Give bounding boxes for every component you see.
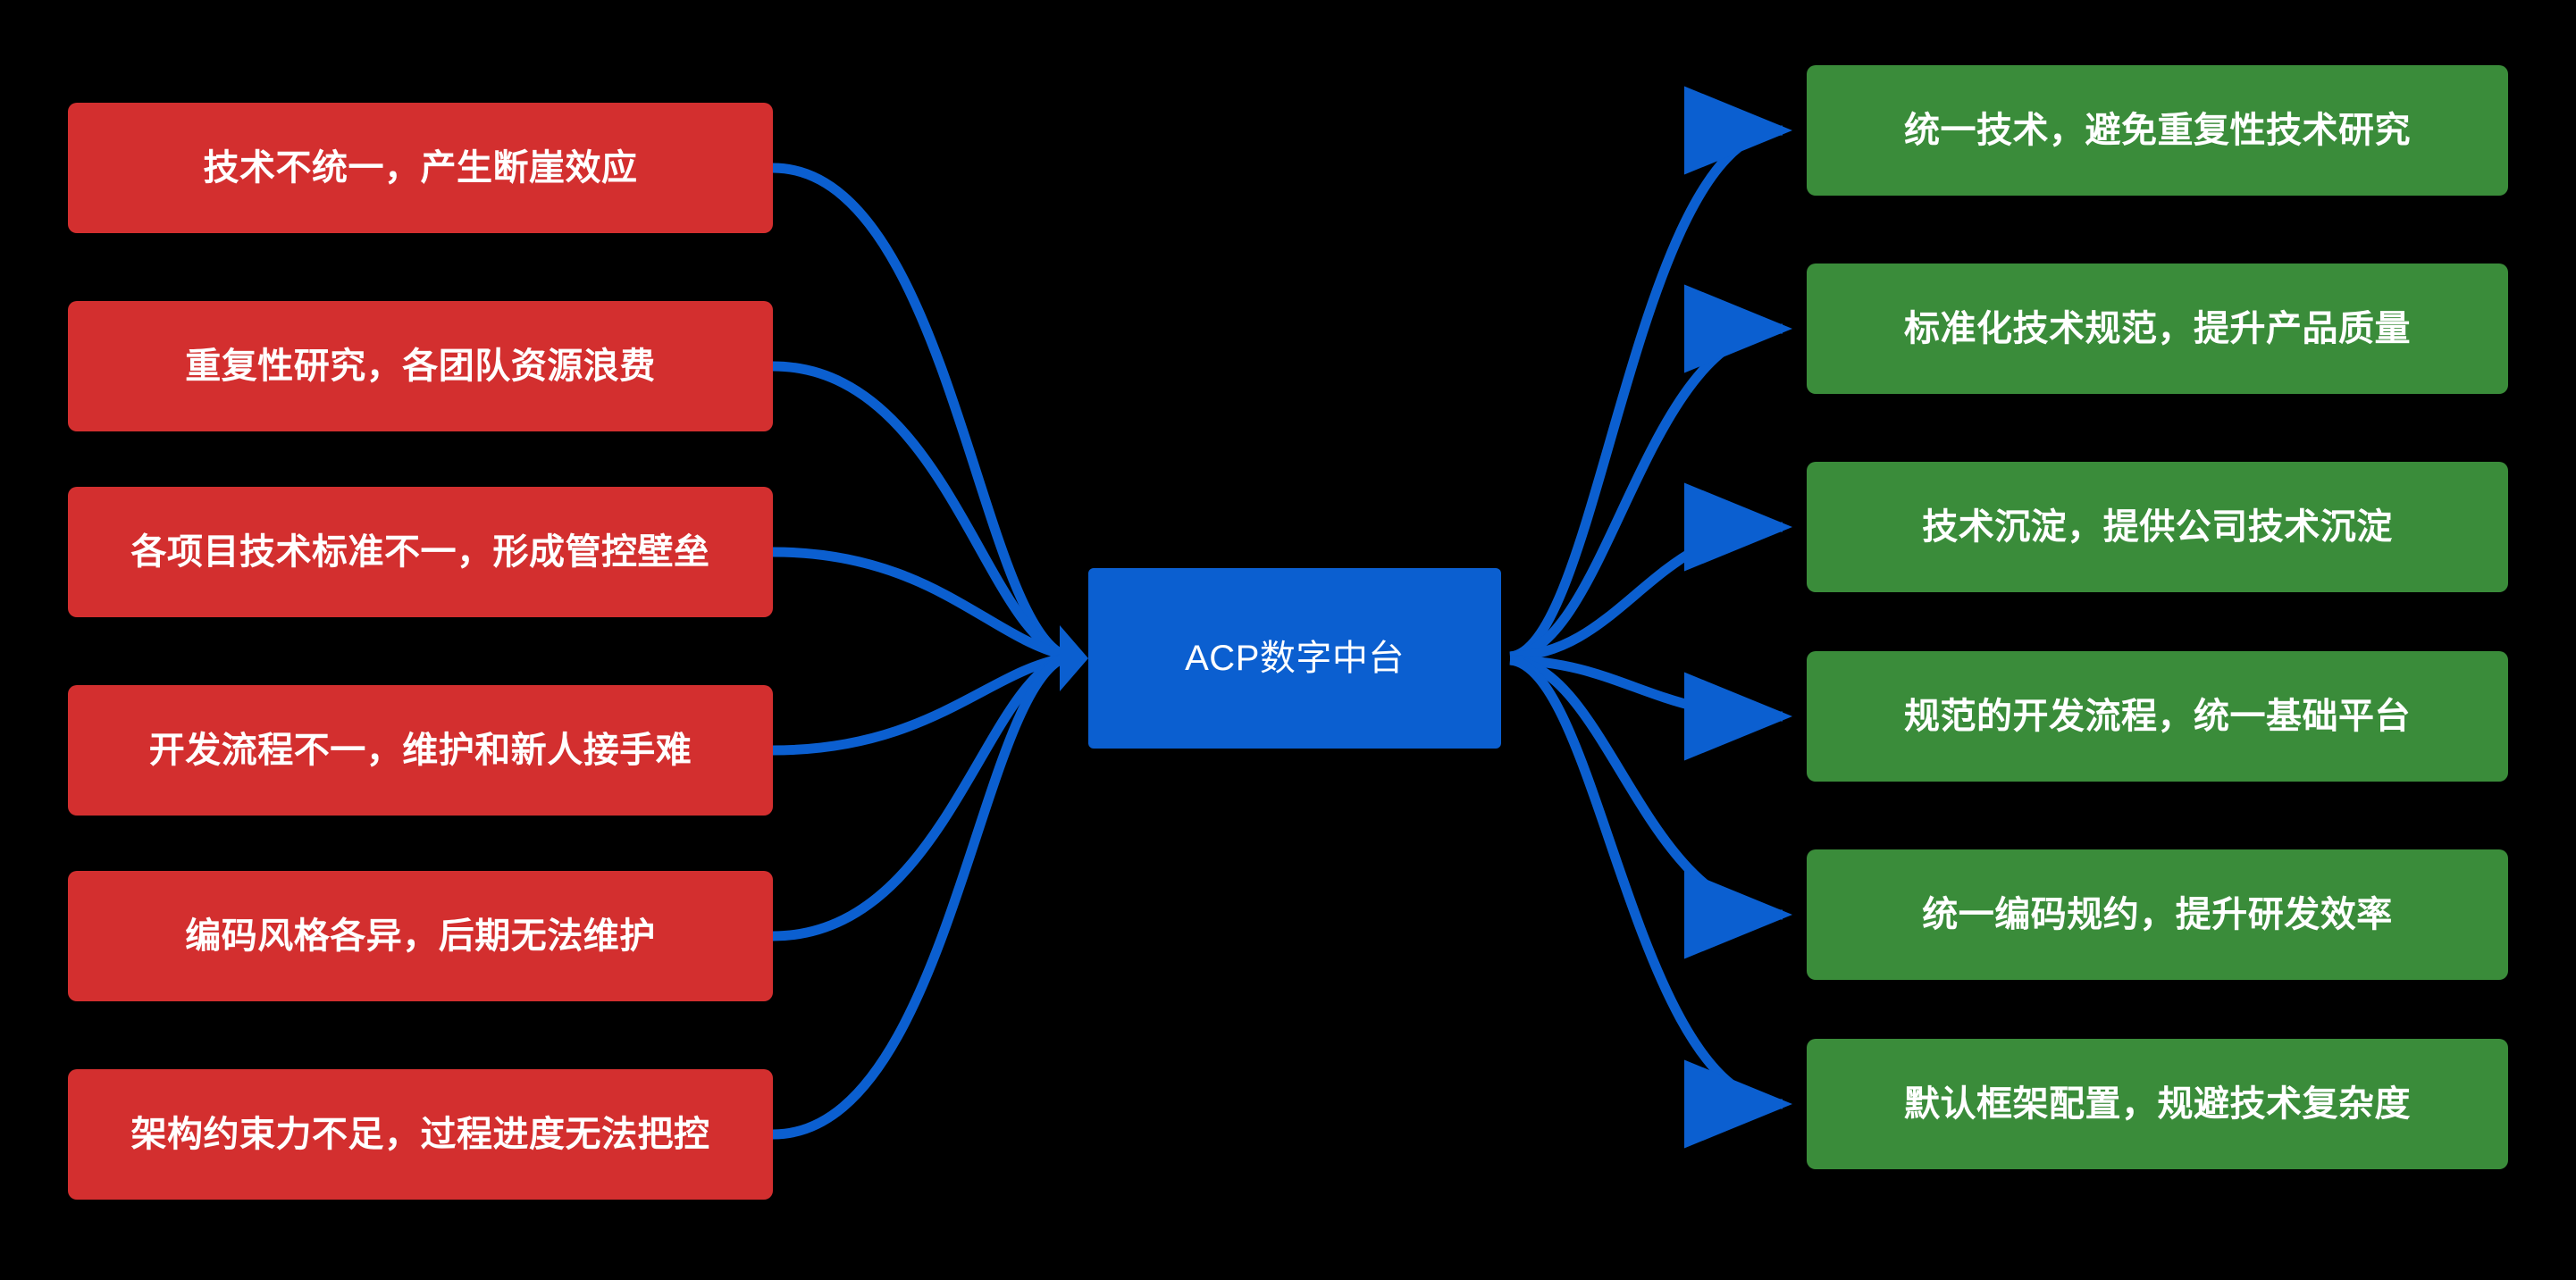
edge-benefit-3: [1509, 482, 1792, 662]
edge-benefit-5: [1509, 655, 1792, 959]
problem-node-2-label: 重复性研究，各团队资源浪费: [185, 347, 656, 386]
benefit-node-6-label: 默认框架配置，规避技术复杂度: [1904, 1084, 2411, 1124]
problem-node-4-label: 开发流程不一，维护和新人接手难: [148, 731, 692, 770]
arrowhead-to-center: [1060, 625, 1088, 691]
edge-problem-1: [772, 163, 1066, 660]
benefit-node-1-label: 统一技术，避免重复性技术研究: [1904, 111, 2411, 150]
edge-problem-6: [772, 653, 1066, 1140]
benefit-node-5-label: 统一编码规约，提升研发效率: [1922, 895, 2393, 934]
edge-problem-4: [772, 653, 1064, 756]
problem-node-5-label: 编码风格各异，后期无法维护: [185, 916, 656, 956]
benefit-node-3[interactable]: 技术沉淀，提供公司技术沉淀: [1807, 462, 2508, 592]
problem-node-6-label: 架构约束力不足，过程进度无法把控: [130, 1115, 710, 1154]
problem-node-1[interactable]: 技术不统一，产生断崖效应: [68, 103, 773, 233]
benefit-node-2[interactable]: 标准化技术规范，提升产品质量: [1807, 264, 2508, 394]
edge-benefit-4: [1509, 655, 1792, 761]
problem-node-2[interactable]: 重复性研究，各团队资源浪费: [68, 301, 773, 431]
edge-benefit-2: [1509, 284, 1792, 662]
problem-node-1-label: 技术不统一，产生断崖效应: [203, 148, 638, 188]
benefit-node-1[interactable]: 统一技术，避免重复性技术研究: [1807, 65, 2508, 196]
benefit-node-6[interactable]: 默认框架配置，规避技术复杂度: [1807, 1039, 2508, 1169]
edge-problem-5: [772, 653, 1066, 941]
benefit-node-3-label: 技术沉淀，提供公司技术沉淀: [1922, 507, 2393, 547]
edge-benefit-6: [1508, 655, 1792, 1149]
problem-node-6[interactable]: 架构约束力不足，过程进度无法把控: [68, 1069, 773, 1200]
edge-benefit-1: [1508, 86, 1792, 662]
edge-problem-3: [772, 547, 1065, 660]
problem-node-4[interactable]: 开发流程不一，维护和新人接手难: [68, 685, 773, 816]
center-node-acp-platform[interactable]: ACP数字中台: [1088, 568, 1501, 749]
edge-problem-2: [772, 361, 1066, 660]
benefit-node-2-label: 标准化技术规范，提升产品质量: [1904, 309, 2411, 348]
benefit-node-5[interactable]: 统一编码规约，提升研发效率: [1807, 849, 2508, 980]
center-node-label: ACP数字中台: [1185, 639, 1405, 678]
benefit-node-4-label: 规范的开发流程，统一基础平台: [1904, 697, 2411, 736]
problem-node-3-label: 各项目技术标准不一，形成管控壁垒: [130, 532, 710, 572]
problem-node-3[interactable]: 各项目技术标准不一，形成管控壁垒: [68, 487, 773, 617]
benefit-node-4[interactable]: 规范的开发流程，统一基础平台: [1807, 651, 2508, 782]
problem-node-5[interactable]: 编码风格各异，后期无法维护: [68, 871, 773, 1001]
